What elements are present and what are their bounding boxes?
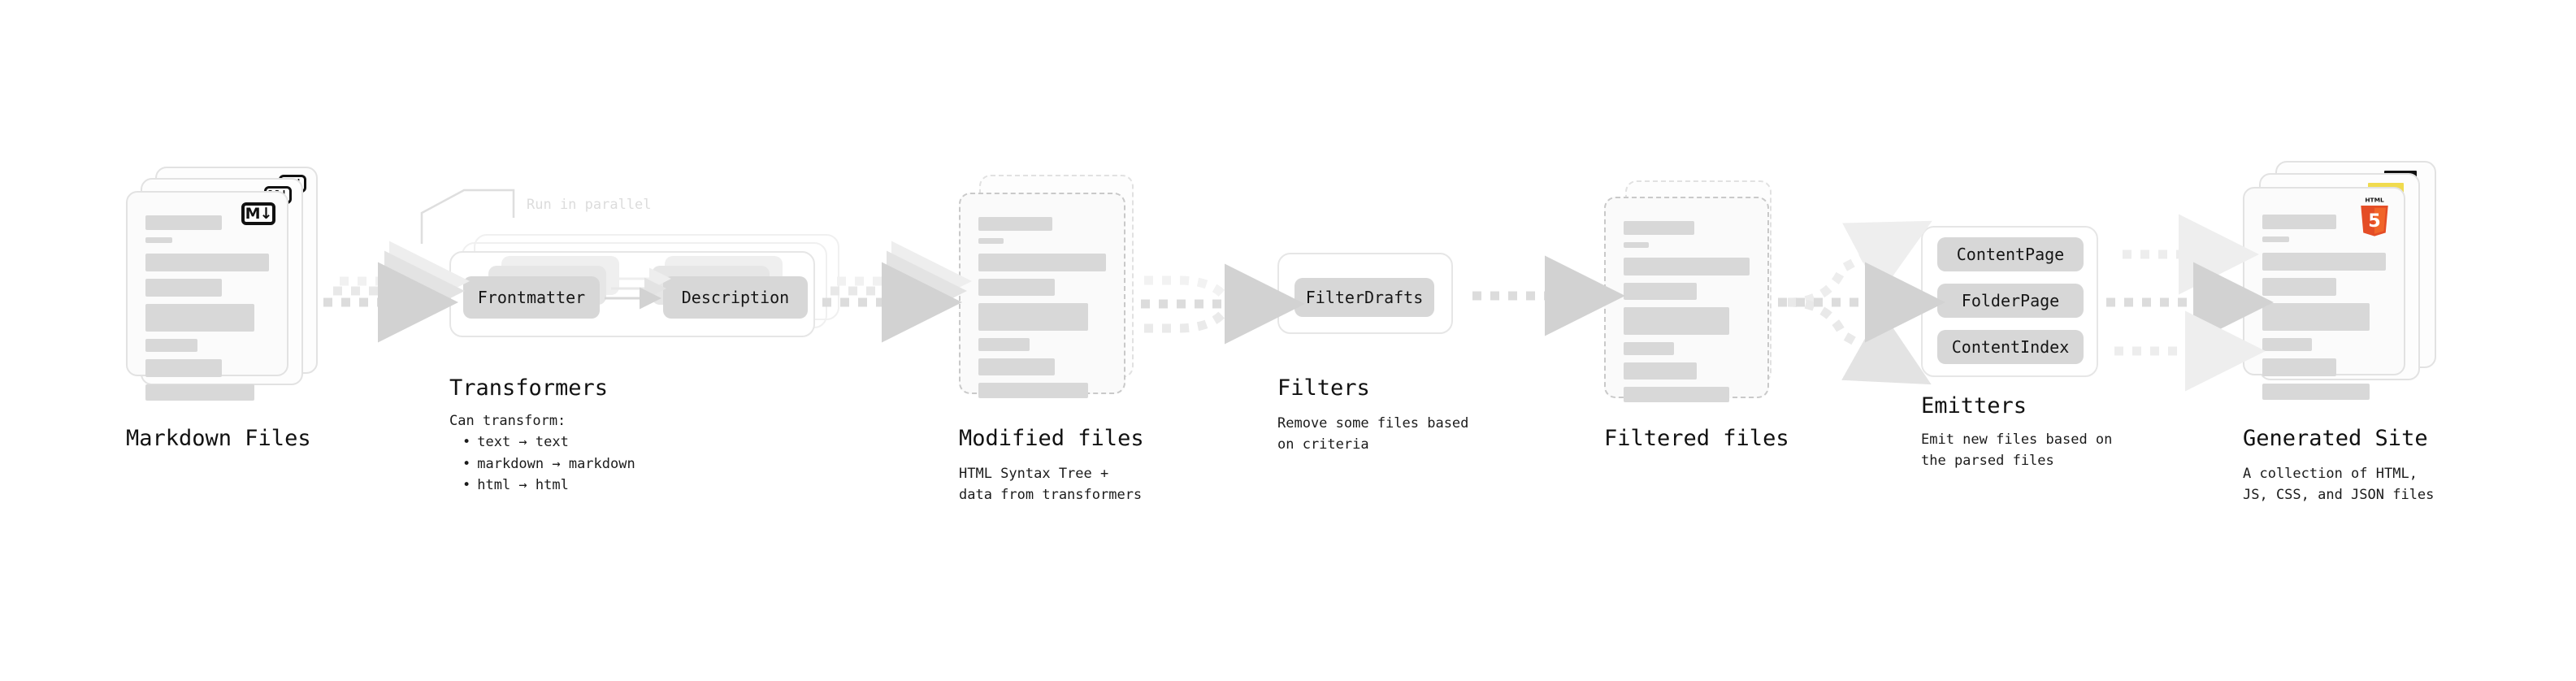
svg-text:5: 5 xyxy=(2368,210,2381,232)
transformers-caption-header: Can transform: xyxy=(449,413,566,429)
emitter-pill-contentindex[interactable]: ContentIndex xyxy=(1937,330,2084,364)
transformer-pill-description[interactable]: Description xyxy=(663,276,808,319)
markdown-badge-icon: M↓ xyxy=(241,202,275,225)
stage-title-modified-files: Modified files xyxy=(959,426,1144,451)
doc-bar xyxy=(978,383,1089,398)
doc-bar xyxy=(2262,338,2312,351)
stage-title-generated-site: Generated Site xyxy=(2243,426,2428,451)
connector-emitters-to-generated xyxy=(2106,214,2274,392)
doc-bar xyxy=(2262,253,2386,271)
filtered-doc-lines xyxy=(1624,221,1750,410)
doc-bar xyxy=(1624,242,1649,248)
stage-caption-generated-site: A collection of HTML, JS, CSS, and JSON … xyxy=(2243,466,2435,504)
transformer-pill-frontmatter[interactable]: Frontmatter xyxy=(463,276,600,319)
doc-bar xyxy=(2262,358,2337,376)
doc-bar xyxy=(978,358,1056,375)
doc-bar xyxy=(145,304,254,332)
doc-bar xyxy=(1624,387,1730,402)
doc-bar xyxy=(1624,307,1730,335)
transformers-bullet: html → html xyxy=(462,475,635,496)
stage-title-emitters: Emitters xyxy=(1921,393,2027,419)
modified-sheet-front xyxy=(959,193,1125,398)
connector-markdown-to-transformers xyxy=(323,241,470,343)
emitter-pill-label: FolderPage xyxy=(1961,291,2060,310)
doc-bar xyxy=(145,359,223,377)
doc-bar xyxy=(2262,236,2290,242)
doc-bar xyxy=(145,384,254,401)
transformer-pill-label: Description xyxy=(681,288,790,307)
connector-filtered-to-emitters xyxy=(1778,220,1945,385)
doc-bar xyxy=(145,215,223,230)
stage-title-filtered-files: Filtered files xyxy=(1604,426,1789,451)
doc-bar xyxy=(978,279,1056,296)
doc-bar xyxy=(978,238,1004,244)
emitter-pill-folderpage[interactable]: FolderPage xyxy=(1937,284,2084,318)
markdown-sheet-front: M↓ xyxy=(126,191,288,401)
transformer-pill-label: Frontmatter xyxy=(477,288,586,307)
doc-bar xyxy=(1624,283,1697,300)
doc-bar xyxy=(1624,342,1674,355)
doc-bar xyxy=(2262,215,2337,229)
stage-caption-emitters: Emit new files based on the parsed files xyxy=(1921,432,2113,470)
doc-bar xyxy=(145,237,173,243)
stage-caption-filters: Remove some files based on criteria xyxy=(1277,415,1469,453)
markdown-doc-lines xyxy=(145,215,269,408)
stage-title-transformers: Transformers xyxy=(449,375,609,401)
connector-modified-to-filters xyxy=(1141,263,1305,345)
doc-bar xyxy=(1624,221,1694,235)
emitter-pill-contentpage[interactable]: ContentPage xyxy=(1937,237,2084,271)
stage-title-markdown-files: Markdown Files xyxy=(126,426,311,451)
filter-pill-label: FilterDrafts xyxy=(1305,288,1424,307)
doc-bar xyxy=(2262,303,2370,331)
doc-bar xyxy=(978,217,1053,231)
transformers-bullet: markdown → markdown xyxy=(462,453,635,475)
generated-doc-lines xyxy=(2262,215,2386,407)
filter-pill-filterdrafts[interactable]: FilterDrafts xyxy=(1295,278,1434,317)
doc-bar xyxy=(1624,258,1750,275)
modified-doc-lines xyxy=(978,217,1106,406)
transformers-bullet: text → text xyxy=(462,432,635,453)
doc-bar xyxy=(145,254,269,271)
doc-bar xyxy=(145,339,197,352)
doc-bar xyxy=(978,338,1030,351)
doc-bar xyxy=(1624,362,1697,380)
run-in-parallel-label: Run in parallel xyxy=(527,197,652,213)
emitter-pill-label: ContentPage xyxy=(1956,245,2065,264)
doc-bar xyxy=(978,254,1106,271)
svg-text:HTML: HTML xyxy=(2365,196,2384,203)
stage-title-filters: Filters xyxy=(1277,375,1370,401)
doc-bar xyxy=(978,303,1089,331)
stage-caption-modified-files: HTML Syntax Tree + data from transformer… xyxy=(959,466,1143,504)
doc-bar xyxy=(2262,278,2337,296)
html5-badge-icon: HTML 5 xyxy=(2361,196,2388,236)
doc-bar xyxy=(2262,384,2370,400)
generated-sheet-front: HTML 5 xyxy=(2243,187,2405,400)
transformers-caption: Can transform: text → text markdown → ma… xyxy=(449,410,635,496)
doc-bar xyxy=(145,279,223,297)
emitter-pill-label: ContentIndex xyxy=(1951,337,2070,357)
filtered-sheet-front xyxy=(1604,197,1769,402)
